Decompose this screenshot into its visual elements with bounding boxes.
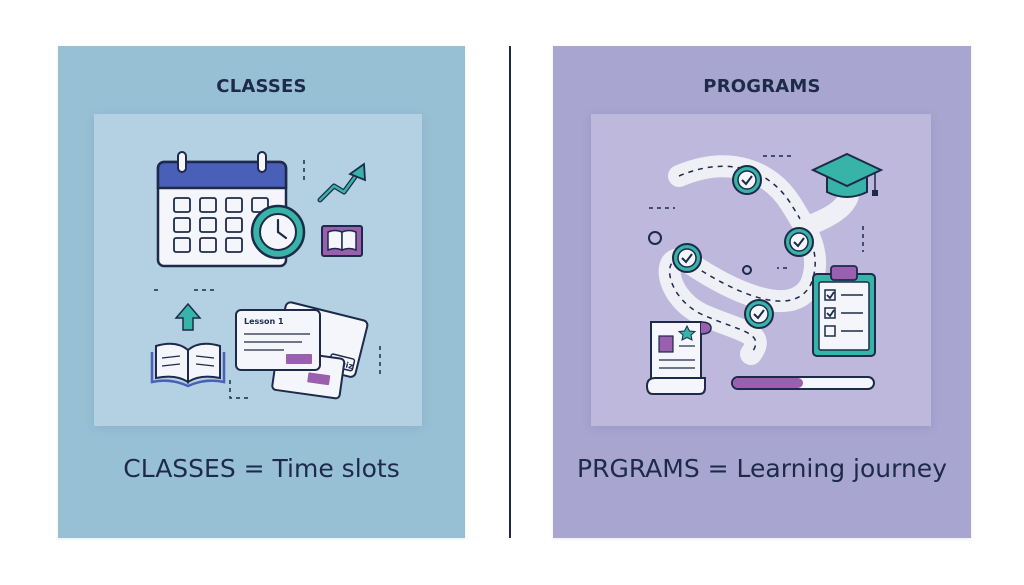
programs-illustration [591, 114, 931, 426]
programs-panel: PROGRAMS [553, 46, 971, 538]
open-book-icon [150, 342, 226, 388]
graduation-cap-icon [810, 152, 884, 198]
book-icon [321, 225, 363, 257]
progress-bar-icon [731, 376, 875, 390]
calendar-icon [156, 151, 288, 268]
classes-caption: CLASSES = Time slots [123, 454, 400, 483]
up-arrow-icon [174, 302, 202, 331]
certificate-icon [645, 321, 712, 395]
classes-heading: CLASSES [216, 76, 307, 97]
checkpoint-icon [672, 243, 702, 273]
programs-caption: PRGRAMS = Learning journey [577, 454, 947, 483]
dashed-connectors [150, 160, 381, 399]
lesson-card-icon: Lesson 1 [235, 309, 321, 371]
panel-divider [509, 46, 511, 538]
classes-illustration: Quiz Lesson 1 [94, 114, 422, 426]
lesson-label: Lesson 1 [244, 317, 284, 326]
programs-heading: PROGRAMS [703, 76, 821, 97]
checkpoint-icon [784, 227, 814, 257]
clock-icon [250, 204, 306, 260]
programs-illustration-svg [645, 152, 884, 395]
progress-fill [733, 378, 803, 388]
waypoint-dot [648, 231, 662, 245]
classes-panel: CLASSES [58, 46, 465, 538]
clipboard-checklist-icon [812, 265, 876, 357]
checkpoint-icon [744, 299, 774, 329]
trend-arrow-icon [317, 162, 366, 203]
waypoint-dot [742, 265, 752, 275]
classes-illustration-svg: Quiz Lesson 1 [150, 151, 381, 400]
checkpoint-icon [732, 165, 762, 195]
